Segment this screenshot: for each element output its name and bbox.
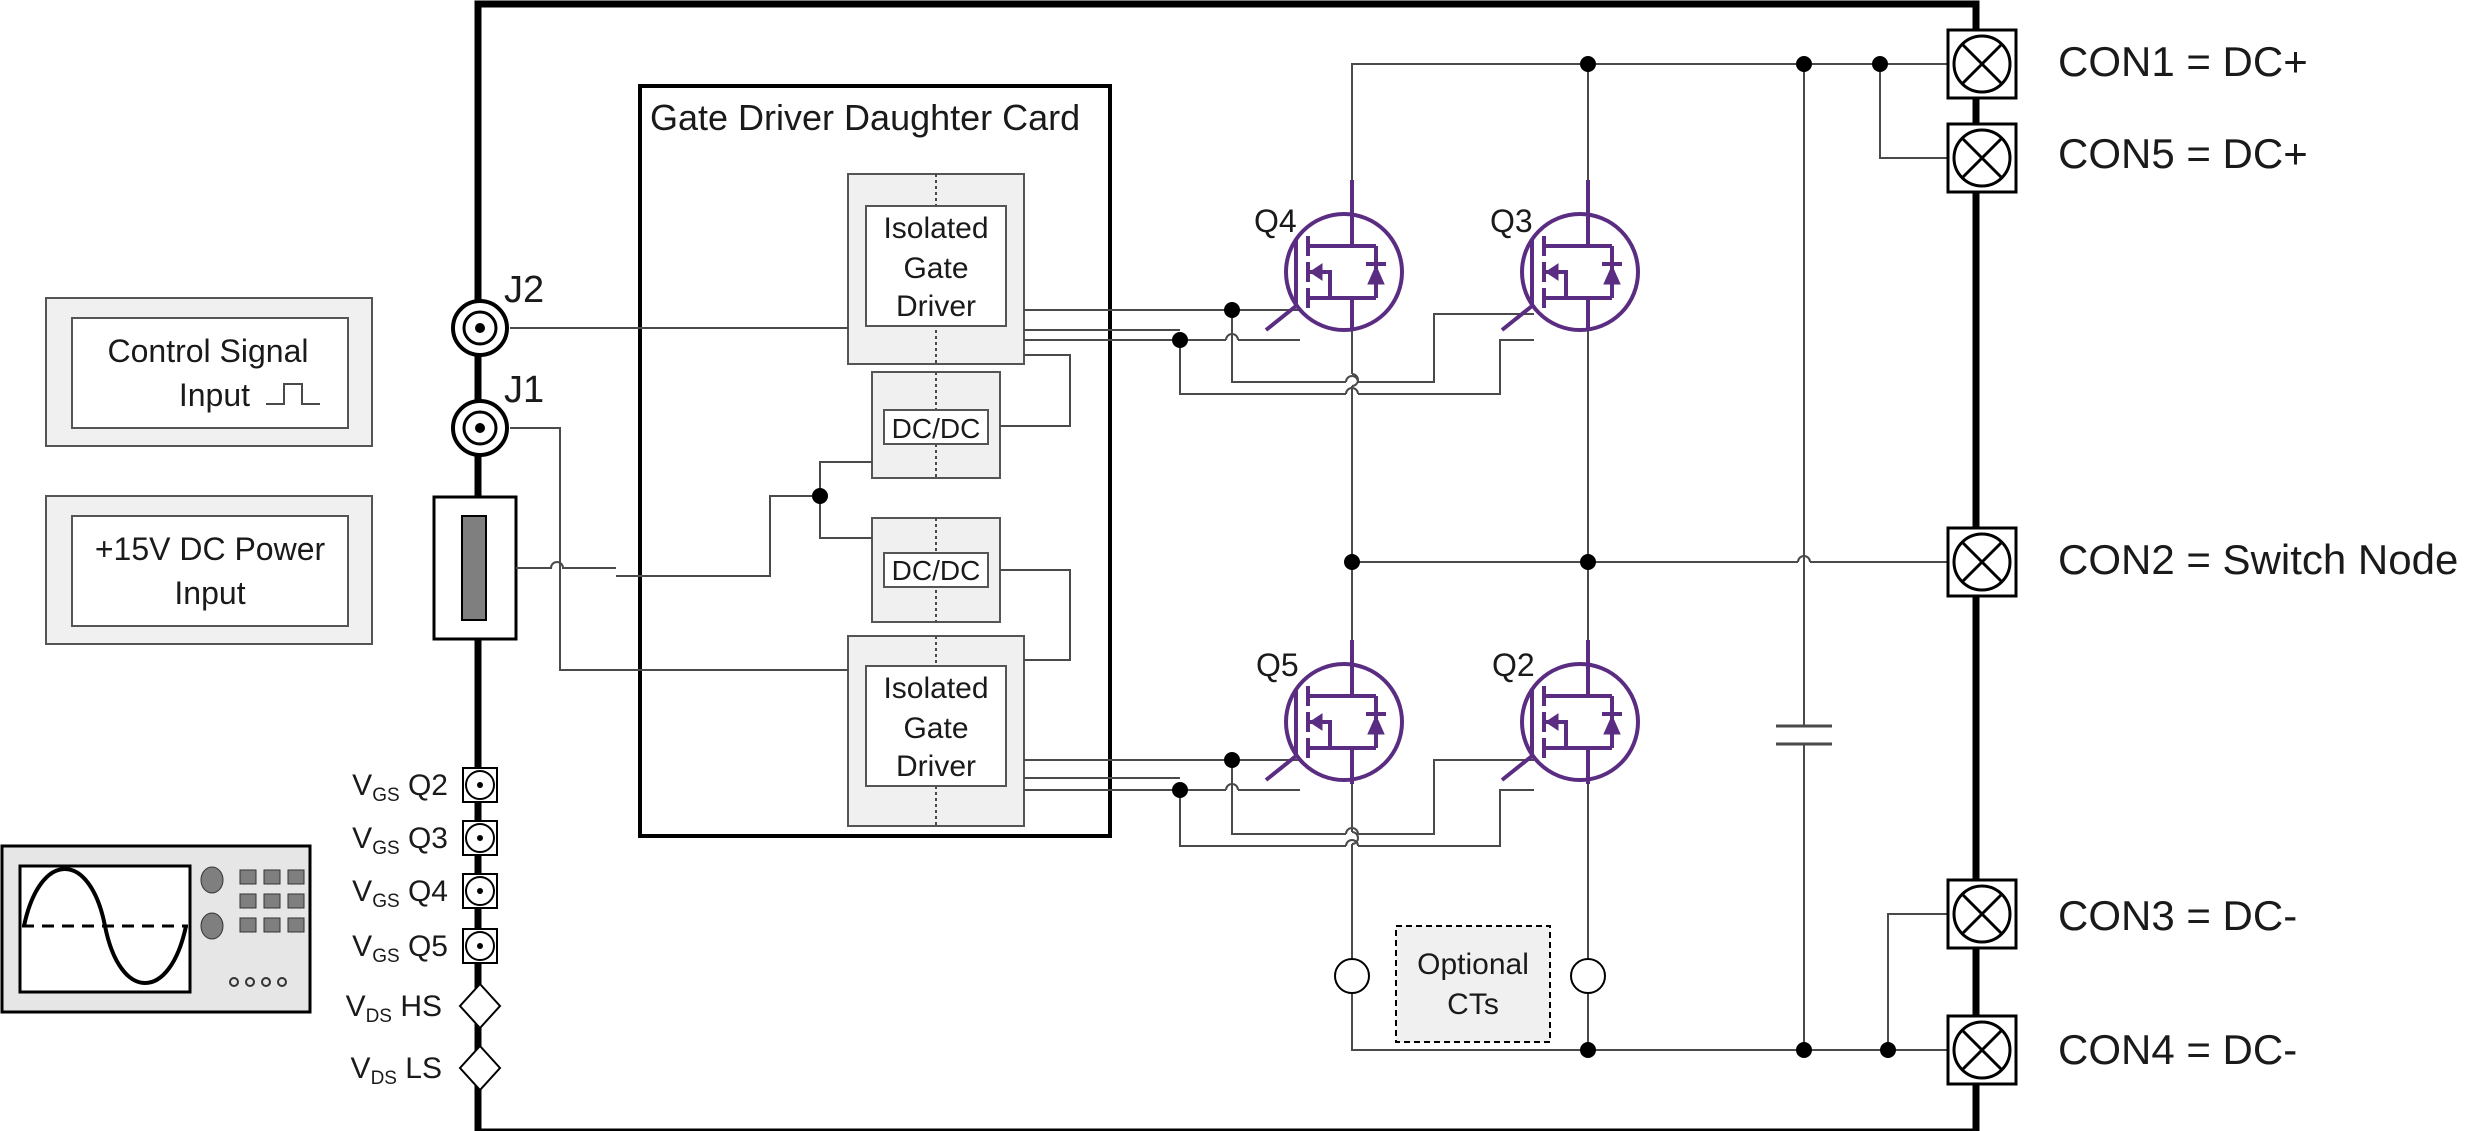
current-transformer-left bbox=[1334, 958, 1370, 994]
gate-driver-top-line1: Isolated bbox=[883, 212, 988, 245]
gate-driver-top-line3: Driver bbox=[896, 290, 976, 323]
q3-label: Q3 bbox=[1490, 203, 1533, 239]
probe-vgs-q4[interactable] bbox=[462, 873, 498, 909]
junction-dots bbox=[1172, 56, 1896, 1058]
control-input-line2: Input bbox=[179, 377, 250, 413]
dcdc-top-label: DC/DC bbox=[892, 413, 981, 444]
connector-con1[interactable] bbox=[1946, 28, 2018, 100]
square-wave-icon bbox=[266, 383, 320, 405]
bnc-connector-j1[interactable] bbox=[451, 399, 509, 457]
mosfet-q4 bbox=[1264, 180, 1404, 332]
control-signal-input-block: Control Signal Input bbox=[45, 297, 373, 447]
junction-dot bbox=[812, 488, 828, 504]
mosfet-q3 bbox=[1500, 180, 1640, 332]
power-input-line2: Input bbox=[174, 575, 245, 611]
connector-con3[interactable] bbox=[1946, 878, 2018, 950]
bnc-connector-j2[interactable] bbox=[451, 299, 509, 357]
con4-label: CON4 = DC- bbox=[2058, 1026, 2297, 1073]
mosfet-q5 bbox=[1264, 640, 1404, 784]
optional-cts: Optional CTs bbox=[1395, 925, 1551, 1043]
probe-label-vgs-q4: VGS Q4 bbox=[352, 875, 448, 912]
probe-vgs-q2[interactable] bbox=[462, 767, 498, 803]
probe-label-vgs-q2: VGS Q2 bbox=[352, 769, 448, 806]
j2-label: J2 bbox=[504, 269, 544, 311]
q4-label: Q4 bbox=[1254, 203, 1297, 239]
power-input-line1: +15V DC Power bbox=[95, 531, 326, 567]
power-wire-to-daughter-card bbox=[516, 561, 616, 569]
con3-label: CON3 = DC- bbox=[2058, 892, 2297, 939]
gate-driver-bottom: Isolated Gate Driver bbox=[847, 635, 1025, 827]
control-input-line1: Control Signal bbox=[108, 333, 309, 369]
dcdc-converter-bottom: DC/DC bbox=[871, 517, 1001, 623]
mosfet-q2 bbox=[1500, 640, 1640, 784]
q2-label: Q2 bbox=[1492, 647, 1535, 683]
gate-driver-bottom-line3: Driver bbox=[896, 750, 976, 783]
probe-label-vgs-q5: VGS Q5 bbox=[352, 930, 448, 967]
daughter-card-wiring bbox=[510, 327, 1071, 671]
daughter-card-title: Gate Driver Daughter Card bbox=[650, 97, 1080, 138]
con2-label: CON2 = Switch Node bbox=[2058, 536, 2458, 583]
power-stage-wiring bbox=[1024, 63, 1948, 1051]
probe-vds-ls[interactable] bbox=[458, 1044, 502, 1092]
con1-label: CON1 = DC+ bbox=[2058, 38, 2308, 85]
gate-driver-bottom-line1: Isolated bbox=[883, 672, 988, 705]
power-board-outline bbox=[474, 0, 1980, 1131]
dcdc-bottom-label: DC/DC bbox=[892, 555, 981, 586]
connector-con4[interactable] bbox=[1946, 1014, 2018, 1086]
probe-vgs-q5[interactable] bbox=[462, 928, 498, 964]
con5-label: CON5 = DC+ bbox=[2058, 130, 2308, 177]
connector-con2[interactable] bbox=[1946, 526, 2018, 598]
optional-cts-line2: CTs bbox=[1447, 988, 1499, 1021]
j1-label: J1 bbox=[504, 369, 544, 411]
probe-vgs-q3[interactable] bbox=[462, 820, 498, 856]
q5-label: Q5 bbox=[1256, 647, 1299, 683]
dcdc-converter-top: DC/DC bbox=[871, 371, 1001, 479]
probe-label-vgs-q3: VGS Q3 bbox=[352, 822, 448, 859]
oscilloscope-icon bbox=[0, 844, 312, 1014]
daughter-card-frame bbox=[638, 84, 1112, 838]
probe-vds-hs[interactable] bbox=[458, 982, 502, 1030]
connector-con5[interactable] bbox=[1946, 122, 2018, 194]
gate-driver-top-line2: Gate bbox=[903, 252, 968, 285]
current-transformer-right bbox=[1570, 958, 1606, 994]
gate-driver-top: Isolated Gate Driver bbox=[847, 173, 1025, 365]
power-input-block: +15V DC Power Input bbox=[45, 495, 373, 645]
optional-cts-line1: Optional bbox=[1417, 948, 1529, 981]
probe-label-vds-hs: VDS HS bbox=[346, 990, 442, 1027]
power-jack[interactable] bbox=[432, 495, 518, 641]
gate-driver-bottom-line2: Gate bbox=[903, 712, 968, 745]
probe-label-vds-ls: VDS LS bbox=[351, 1052, 442, 1089]
